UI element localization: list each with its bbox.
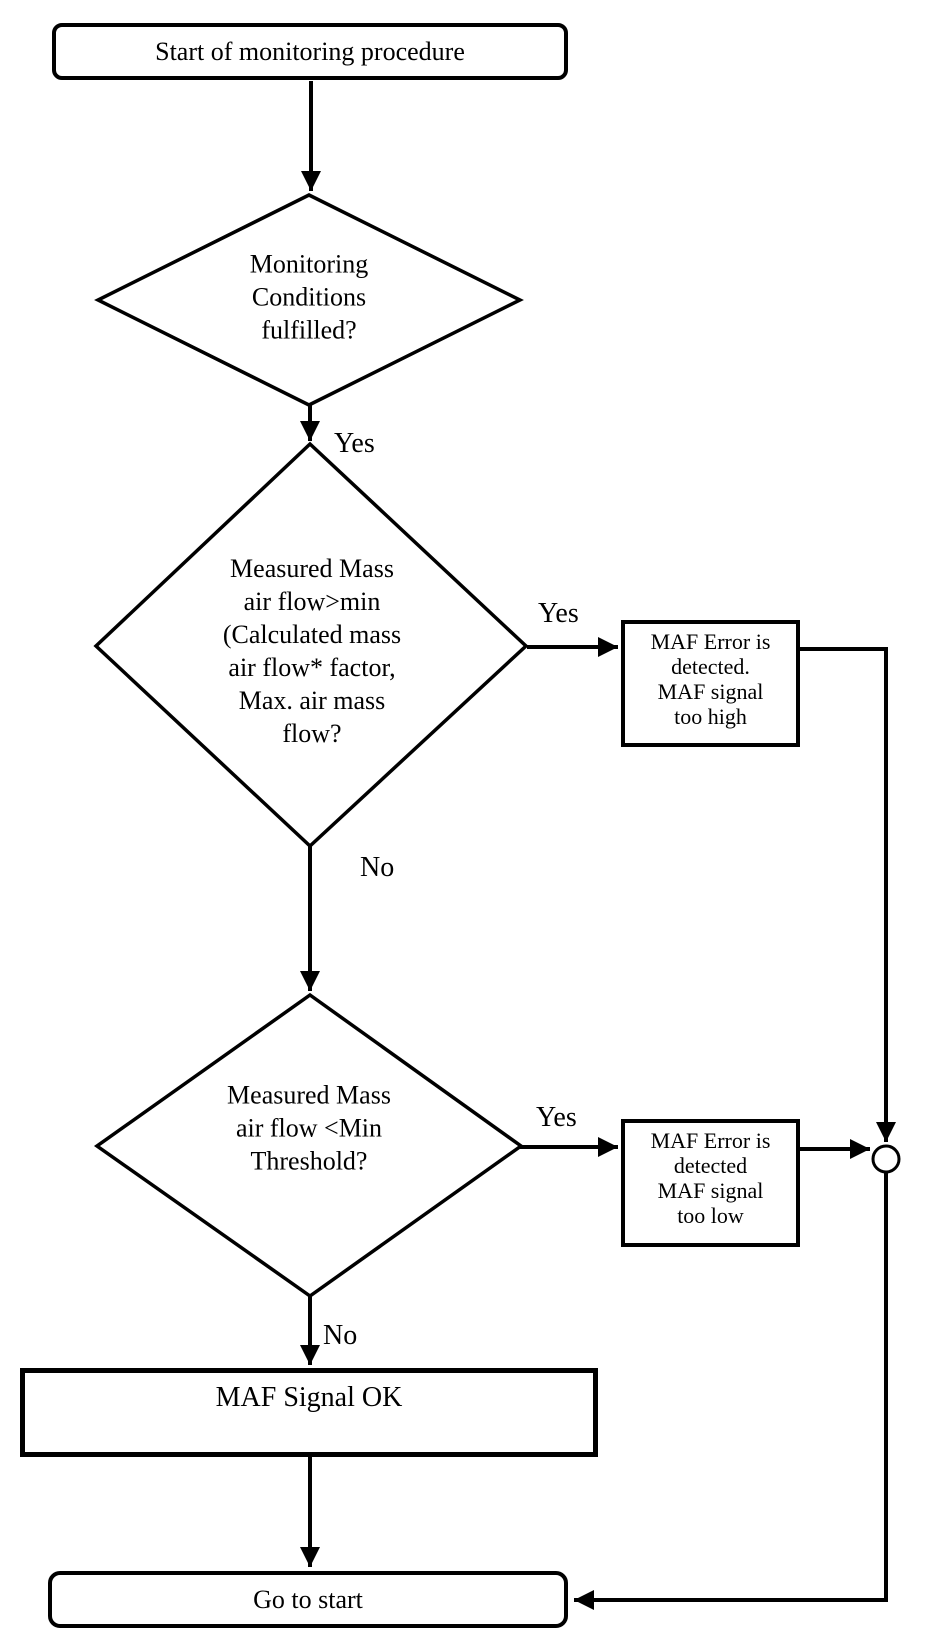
goto-start-node: Go to start — [48, 1571, 568, 1628]
edge-label-yes-low: Yes — [536, 1102, 577, 1133]
edge-label-no-low: No — [323, 1320, 358, 1351]
error-high-node: MAF Error is detected. MAF signal too hi… — [621, 620, 800, 747]
edge-error-high-to-junction — [798, 647, 896, 1142]
edge-label-yes-high: Yes — [538, 598, 579, 629]
error-low-node: MAF Error is detected MAF signal too low — [621, 1119, 800, 1247]
junction-circle — [871, 1144, 901, 1174]
decision-high-label: Measured Mass air flow>min (Calculated m… — [222, 554, 402, 748]
decision-monitoring-shape — [94, 193, 524, 407]
decision-monitoring-label: Monitoring Conditions fulfilled? — [249, 249, 369, 345]
decision-low-shape — [93, 992, 525, 1299]
decision-low-label: Measured Mass air flow <Min Threshold? — [227, 1080, 391, 1176]
edge-label-yes-monitoring: Yes — [334, 428, 375, 459]
edge-junction-to-goto-start — [574, 1173, 888, 1610]
maf-signal-ok-node: MAF Signal OK — [20, 1368, 598, 1457]
decision-high-shape — [93, 441, 529, 849]
start-node: Start of monitoring procedure — [52, 23, 568, 80]
edge-label-no-high: No — [360, 852, 395, 883]
